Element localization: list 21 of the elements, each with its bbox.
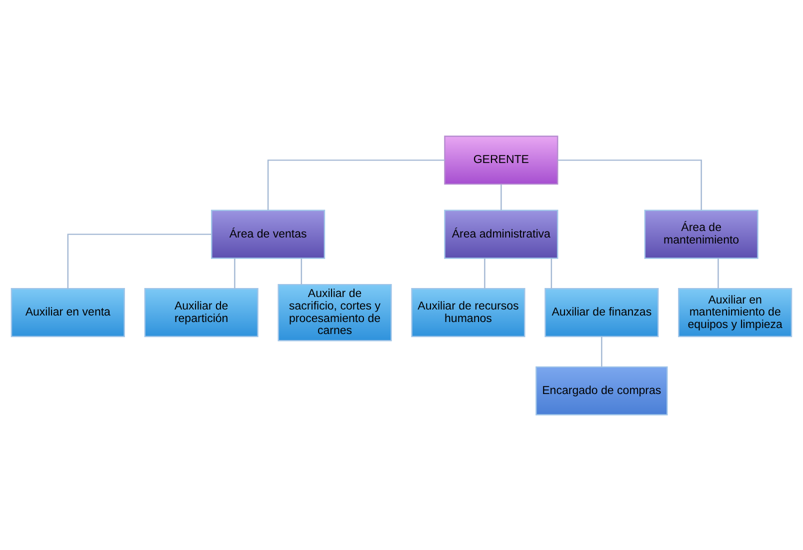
node-box: Encargado de compras xyxy=(536,366,668,415)
node-box: Auxiliar en mantenimiento de equipos y limpieza xyxy=(678,288,792,337)
connector xyxy=(718,258,719,288)
connector xyxy=(558,159,702,210)
connector xyxy=(601,336,602,366)
connector xyxy=(484,258,486,288)
node-box: Área de ventas xyxy=(211,209,326,258)
connector xyxy=(550,258,552,288)
node-box: Área de mantenimiento xyxy=(644,209,758,258)
node-box: Área administrativa xyxy=(444,209,558,258)
connector xyxy=(234,258,236,288)
node-box: Auxiliar de repartición xyxy=(144,288,258,337)
connector xyxy=(500,184,502,210)
node-box: GERENTE xyxy=(444,135,558,184)
connector xyxy=(67,233,212,288)
node-box: Auxiliar en venta xyxy=(10,288,125,337)
connector xyxy=(267,159,445,210)
node-box: Auxiliar de recursos humanos xyxy=(411,288,526,337)
node-box: Auxiliar de sacrificio, cortes y procesamiento de carnes xyxy=(278,283,392,341)
node-box: Auxiliar de finanzas xyxy=(544,288,659,337)
connector xyxy=(300,258,302,284)
